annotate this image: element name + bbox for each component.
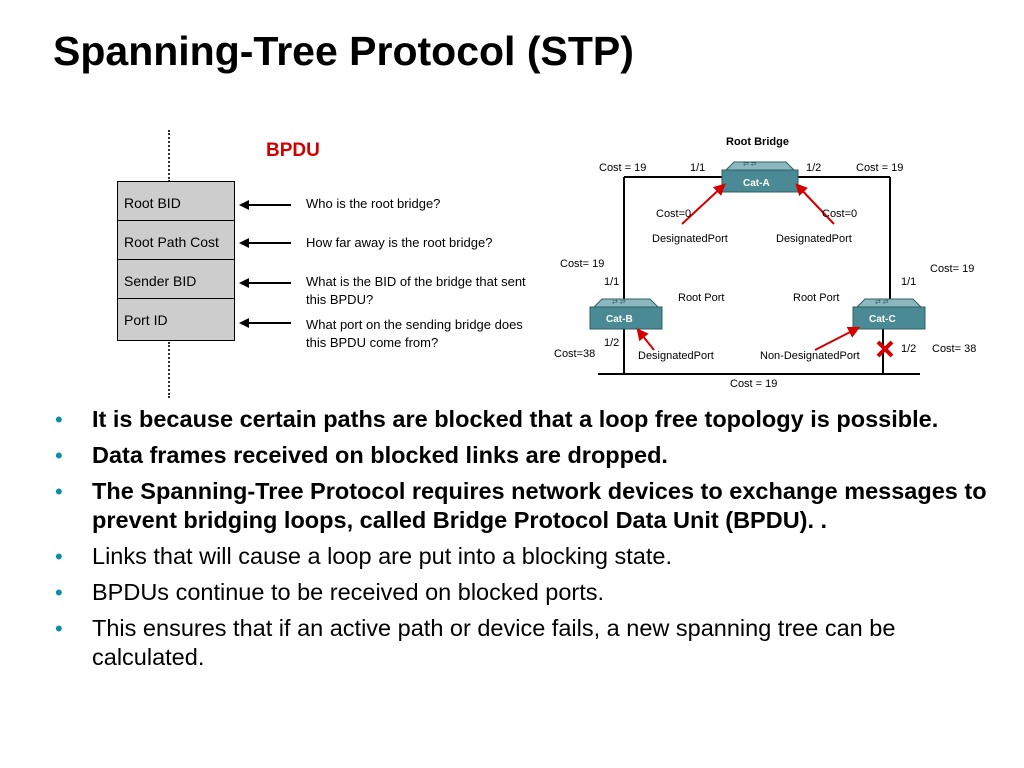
cost-bottom: Cost = 19: [730, 378, 777, 390]
bullet-item: • Data frames received on blocked links a…: [55, 441, 995, 470]
bullet-dot-icon: •: [55, 616, 63, 641]
bpdu-field-root-bid: Root BID: [118, 182, 234, 221]
b-port-bottom: 1/2: [604, 337, 619, 349]
c-cost: Cost= 38: [932, 343, 976, 355]
arrow-left-icon: [239, 318, 291, 328]
bullet-dot-icon: •: [55, 544, 63, 569]
bpdu-dotted-line-bottom: [168, 342, 170, 398]
topology-title: Root Bridge: [726, 136, 789, 148]
bpdu-question-port-id: What port on the sending bridge does thi…: [306, 317, 523, 350]
switch-a-label: Cat-A: [743, 178, 770, 189]
bullet-item: • This ensures that if an active path or …: [55, 614, 995, 672]
arrow-left-icon: [239, 200, 291, 210]
a-role-right: DesignatedPort: [776, 233, 852, 245]
cost-left-link: Cost= 19: [560, 258, 604, 270]
stp-topology-diagram: ⇄ ⇄ ⇄ ⇄ ⇄ ⇄ Root Bridge Cat-A Cat-B Cat-…: [554, 136, 976, 390]
bpdu-dotted-line-top: [168, 130, 170, 182]
b-cost: Cost=38: [554, 348, 595, 360]
bpdu-field-sender-bid: Sender BID: [118, 260, 234, 299]
a-port-left: 1/1: [690, 162, 705, 174]
a-port-right: 1/2: [806, 162, 821, 174]
switch-cat-a: ⇄ ⇄: [721, 161, 799, 193]
arrow-a-right: [795, 183, 835, 225]
switch-b-label: Cat-B: [606, 314, 633, 325]
bullet-text: It is because certain paths are blocked …: [92, 406, 939, 432]
blocked-port-x-icon: [876, 340, 894, 358]
bullet-item: • Links that will cause a loop are put in…: [55, 542, 995, 571]
bullet-text: BPDUs continue to be received on blocked…: [92, 579, 605, 605]
b-port-top: 1/1: [604, 276, 619, 288]
bullet-text: This ensures that if an active path or d…: [92, 615, 896, 670]
bullet-dot-icon: •: [55, 479, 63, 504]
bpdu-field-port-id: Port ID: [124, 312, 168, 328]
bpdu-question-root-bid: Who is the root bridge?: [306, 196, 441, 211]
c-role-top: Root Port: [793, 292, 839, 304]
bullet-item: • BPDUs continue to be received on blocke…: [55, 578, 995, 607]
a-cost-left: Cost=0: [656, 208, 691, 220]
slide-title: Spanning-Tree Protocol (STP): [53, 28, 634, 74]
arrow-c-bottom: [814, 326, 861, 351]
b-role-top: Root Port: [678, 292, 724, 304]
bullet-dot-icon: •: [55, 443, 63, 468]
bpdu-fields-table: Root BID Root Path Cost Sender BID Port …: [117, 181, 235, 341]
svg-text:⇄ ⇄: ⇄ ⇄: [743, 161, 757, 168]
bullet-dot-icon: •: [55, 580, 63, 605]
bullet-item: • The Spanning-Tree Protocol requires net…: [55, 477, 995, 535]
c-port-bottom: 1/2: [901, 343, 916, 355]
bpdu-field-root-path-cost: Root Path Cost: [118, 221, 234, 260]
bullet-list: • It is because certain paths are blocked…: [55, 405, 995, 679]
bpdu-label: BPDU: [266, 140, 320, 161]
svg-text:⇄ ⇄: ⇄ ⇄: [875, 299, 889, 306]
switch-c-label: Cat-C: [869, 314, 896, 325]
arrow-a-left: [681, 183, 726, 225]
switch-cat-c: ⇄ ⇄: [852, 298, 926, 330]
bullet-text: Links that will cause a loop are put int…: [92, 543, 673, 569]
cost-top-left: Cost = 19: [599, 162, 646, 174]
svg-text:⇄ ⇄: ⇄ ⇄: [612, 299, 626, 306]
bullet-text: The Spanning-Tree Protocol requires netw…: [92, 478, 987, 533]
arrow-left-icon: [239, 238, 291, 248]
a-cost-right: Cost=0: [822, 208, 857, 220]
c-role-bottom: Non-DesignatedPort: [760, 350, 860, 362]
a-role-left: DesignatedPort: [652, 233, 728, 245]
b-role-bottom: DesignatedPort: [638, 350, 714, 362]
arrow-left-icon: [239, 278, 291, 288]
switch-cat-b: ⇄ ⇄: [589, 298, 663, 330]
cost-top-right: Cost = 19: [856, 162, 903, 174]
arrow-b-bottom: [636, 328, 655, 351]
bullet-item: • It is because certain paths are blocked…: [55, 405, 995, 434]
bpdu-question-sender-bid: What is the BID of the bridge that sent …: [306, 274, 526, 307]
c-port-top: 1/1: [901, 276, 916, 288]
cost-right-link: Cost= 19: [930, 263, 974, 275]
bullet-text: Data frames received on blocked links ar…: [92, 442, 668, 468]
bullet-dot-icon: •: [55, 407, 63, 432]
bpdu-question-root-path-cost: How far away is the root bridge?: [306, 235, 493, 250]
